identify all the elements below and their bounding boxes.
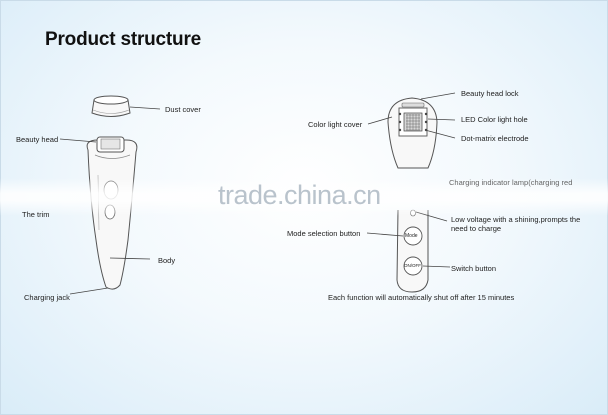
label-dust-cover: Dust cover [165,105,201,114]
label-auto-shutoff: Each function will automatically shut of… [328,293,515,302]
mode-button-text: Mode [405,233,418,239]
right-device-drawing [387,97,438,169]
label-color-light-cover: Color light cover [308,120,363,129]
label-charging-indicator: Charging indicator lamp(charging red [449,178,573,187]
label-switch-button: Switch button [451,264,497,273]
label-the-trim: The trim [22,210,50,219]
right-device-lower-drawing [396,209,429,293]
dust-cover-drawing [91,95,131,117]
label-charging-jack: Charging jack [24,293,70,302]
label-led-color-light-hole: LED Color light hole [461,115,528,124]
label-low-voltage: Low voltage with a shining,prompts the n… [451,215,581,233]
label-beauty-head: Beauty head [16,135,59,144]
leader-lines [59,92,456,295]
label-beauty-head-lock: Beauty head lock [461,89,519,98]
on-off-button-text: ON/OFF [404,263,421,268]
label-body: Body [158,256,176,265]
label-mode-selection-button: Mode selection button [287,229,361,238]
label-dot-matrix-electrode: Dot-matrix electrode [461,134,529,143]
watermark-band [0,178,608,216]
watermark: trade.china.cn [218,180,381,210]
page-title: Product structure [45,29,202,50]
